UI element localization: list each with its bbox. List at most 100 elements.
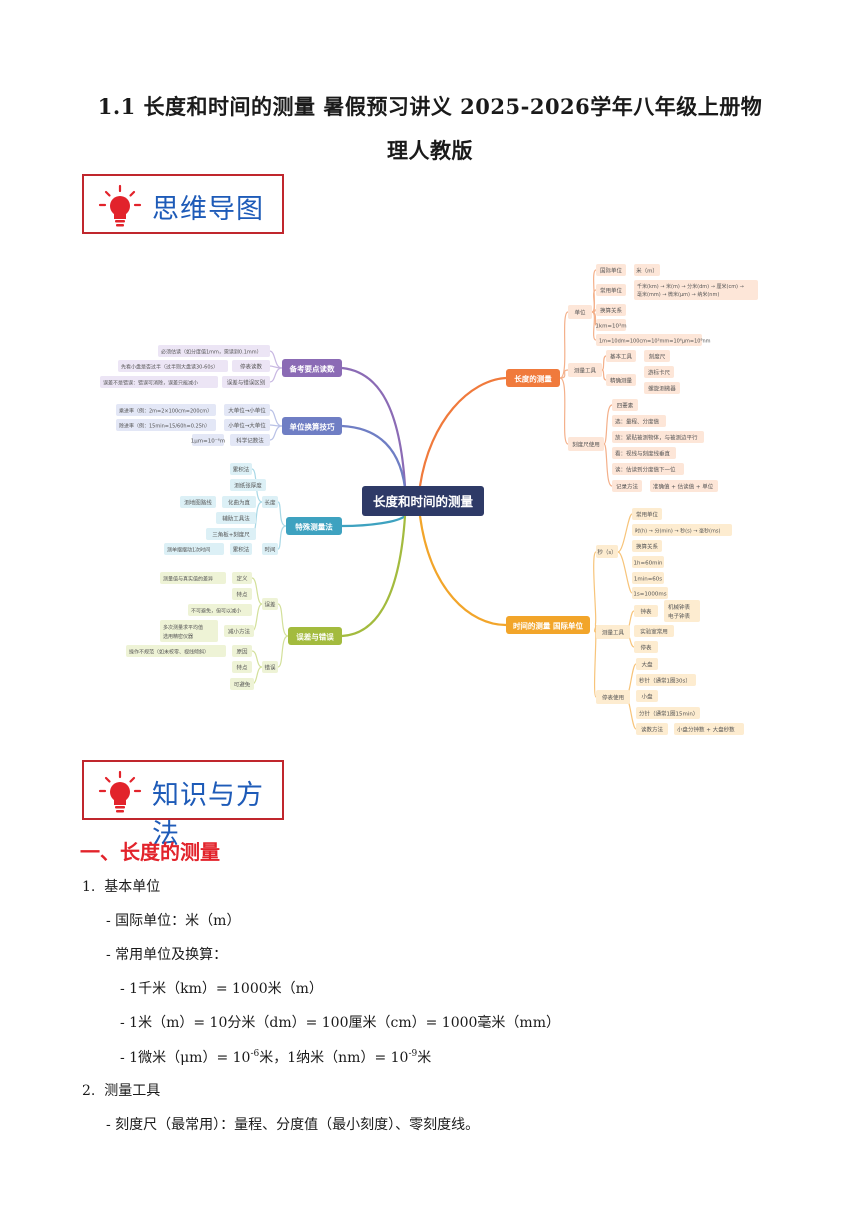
svg-text:大单位→小单位: 大单位→小单位 bbox=[228, 407, 266, 415]
svg-text:米（m）: 米（m） bbox=[636, 267, 658, 275]
svg-text:特点: 特点 bbox=[236, 664, 248, 672]
svg-text:基本工具: 基本工具 bbox=[610, 353, 633, 361]
svg-text:电子钟表: 电子钟表 bbox=[668, 612, 691, 620]
svg-text:测地图路线: 测地图路线 bbox=[184, 499, 212, 507]
list-item: - 1米（m）= 10分米（dm）= 100厘米（cm）= 1000毫米（mm） bbox=[120, 1015, 560, 1031]
document-title-line1: 1.1 长度和时间的测量 暑假预习讲义 2025-2026学年八年级上册物 bbox=[97, 94, 763, 119]
svg-text:误差与错误区别: 误差与错误区别 bbox=[227, 379, 266, 387]
branch-exam-reading: 备考要点读数 必须估读（如分度值1mm，需读到0.1mm） 先看小盘是否过半（过… bbox=[100, 345, 342, 388]
mindmap-banner: 思维导图 bbox=[82, 174, 284, 234]
svg-text:换算关系: 换算关系 bbox=[600, 307, 623, 315]
svg-text:减小方法: 减小方法 bbox=[228, 628, 251, 636]
svg-text:辅助工具法: 辅助工具法 bbox=[222, 515, 250, 523]
svg-text:误差与错误: 误差与错误 bbox=[296, 632, 334, 642]
svg-text:特殊测量法: 特殊测量法 bbox=[295, 522, 333, 532]
svg-text:1s=1000ms: 1s=1000ms bbox=[633, 592, 666, 598]
branch-length-measure: 长度的测量 单位 国际单位 米（m） 常用单位 千米(km) → 米(m) → … bbox=[506, 264, 758, 492]
svg-text:乘进率（例：2m=2×100cm=200cm）: 乘进率（例：2m=2×100cm=200cm） bbox=[119, 408, 212, 415]
svg-text:大盘: 大盘 bbox=[641, 661, 653, 669]
svg-text:分针（通常1圈15min）: 分针（通常1圈15min） bbox=[639, 710, 698, 718]
svg-text:误差: 误差 bbox=[264, 601, 276, 609]
svg-text:特点: 特点 bbox=[236, 591, 248, 599]
svg-text:四要素: 四要素 bbox=[617, 402, 634, 410]
mind-map: 长度和时间的测量 长度的测量 单位 国际单位 米（m） 常用单位 千米(km) … bbox=[100, 264, 758, 735]
svg-text:长度: 长度 bbox=[264, 499, 276, 507]
svg-text:停表: 停表 bbox=[640, 644, 652, 652]
svg-text:1km=10³m: 1km=10³m bbox=[595, 323, 626, 330]
svg-text:秒（s）: 秒（s） bbox=[597, 548, 616, 556]
list-item: - 1千米（km）= 1000米（m） bbox=[120, 981, 323, 997]
svg-text:准确值 + 估读值 + 单位: 准确值 + 估读值 + 单位 bbox=[653, 483, 714, 491]
svg-text:时间: 时间 bbox=[264, 546, 275, 554]
methods-banner: 知识与方法 bbox=[82, 760, 284, 850]
svg-text:化曲为直: 化曲为直 bbox=[228, 499, 251, 507]
svg-text:停表读数: 停表读数 bbox=[240, 363, 263, 371]
svg-text:游标卡尺: 游标卡尺 bbox=[648, 369, 671, 377]
lightbulb-icon bbox=[98, 770, 142, 813]
svg-text:累积法: 累积法 bbox=[233, 466, 250, 474]
svg-text:常用单位: 常用单位 bbox=[600, 287, 623, 295]
lightbulb-icon bbox=[98, 184, 142, 227]
svg-text:测量工具: 测量工具 bbox=[602, 629, 625, 637]
svg-text:国际单位: 国际单位 bbox=[600, 267, 623, 275]
svg-text:常用单位: 常用单位 bbox=[636, 511, 659, 519]
list-item: - 国际单位：米（m） bbox=[106, 913, 241, 929]
svg-text:定义: 定义 bbox=[236, 575, 248, 583]
svg-text:读数方法: 读数方法 bbox=[641, 726, 664, 734]
svg-text:刻度尺: 刻度尺 bbox=[649, 353, 666, 361]
branch-special-methods: 特殊测量法 长度 累积法 测纸张厚度 化曲为直 测地图路线 辅助工具法 三角板+… bbox=[164, 463, 342, 555]
svg-text:选：量程、分度值: 选：量程、分度值 bbox=[615, 418, 660, 426]
svg-text:1μm=10⁻⁶m: 1μm=10⁻⁶m bbox=[191, 438, 225, 445]
document-title-line2: 理人教版 bbox=[387, 138, 473, 163]
svg-text:小盘: 小盘 bbox=[641, 693, 653, 701]
svg-text:读：估读到分度值下一位: 读：估读到分度值下一位 bbox=[615, 466, 676, 474]
svg-text:误差不是错误：错误可消除，误差只能减小: 误差不是错误：错误可消除，误差只能减小 bbox=[103, 380, 198, 387]
methods-banner-label: 知识与方法 bbox=[152, 780, 264, 850]
svg-text:操作不规范（如未校零、视线倾斜）: 操作不规范（如未校零、视线倾斜） bbox=[129, 649, 209, 656]
svg-text:备考要点读数: 备考要点读数 bbox=[289, 364, 335, 374]
svg-text:刻度尺使用: 刻度尺使用 bbox=[572, 441, 600, 449]
svg-text:除进率（例：15min=15/60h=0.25h）: 除进率（例：15min=15/60h=0.25h） bbox=[119, 423, 210, 430]
svg-text:测量工具: 测量工具 bbox=[574, 367, 597, 375]
svg-text:秒针（通常1圈30s）: 秒针（通常1圈30s） bbox=[639, 677, 691, 685]
svg-text:钟表: 钟表 bbox=[640, 608, 652, 616]
svg-text:实验室常用: 实验室常用 bbox=[640, 628, 668, 636]
svg-text:测量值与真实值的差异: 测量值与真实值的差异 bbox=[163, 576, 213, 583]
svg-text:记录方法: 记录方法 bbox=[616, 483, 639, 491]
svg-text:换算关系: 换算关系 bbox=[636, 543, 659, 551]
section-heading: 一、长度的测量 bbox=[80, 840, 220, 864]
svg-text:时(h) → 分(min) → 秒(s) → 毫秒(ms): 时(h) → 分(min) → 秒(s) → 毫秒(ms) bbox=[635, 528, 720, 535]
svg-text:必须估读（如分度值1mm，需读到0.1mm）: 必须估读（如分度值1mm，需读到0.1mm） bbox=[161, 349, 262, 356]
mindmap-banner-label: 思维导图 bbox=[152, 194, 264, 225]
svg-text:可避免: 可避免 bbox=[234, 681, 251, 689]
svg-text:毫米(mm) → 微米(μm) → 纳米(nm): 毫米(mm) → 微米(μm) → 纳米(nm) bbox=[637, 291, 719, 298]
svg-text:累积法: 累积法 bbox=[233, 546, 250, 554]
svg-text:放：紧贴被测物体，与被测边平行: 放：紧贴被测物体，与被测边平行 bbox=[615, 434, 698, 442]
svg-text:科学记数法: 科学记数法 bbox=[236, 437, 264, 445]
svg-text:1m=10dm=100cm=10³mm=10⁶μm=10⁹n: 1m=10dm=100cm=10³mm=10⁶μm=10⁹nm bbox=[599, 339, 711, 345]
svg-text:先看小盘是否过半（过半则大盘读30-60s）: 先看小盘是否过半（过半则大盘读30-60s） bbox=[121, 364, 218, 371]
list-item-2: 2. 测量工具 bbox=[82, 1083, 161, 1099]
branch-unit-conversion: 单位换算技巧 乘进率（例：2m=2×100cm=200cm） 大单位→小单位 除… bbox=[116, 404, 342, 446]
list-item: - 刻度尺（最常用）：量程、分度值（最小刻度）、零刻度线。 bbox=[106, 1117, 480, 1133]
svg-text:原因: 原因 bbox=[236, 649, 248, 656]
list-item: - 常用单位及换算： bbox=[106, 947, 228, 963]
svg-text:多次测量求平均值: 多次测量求平均值 bbox=[163, 624, 203, 631]
branch-error-mistake: 误差与错误 误差 定义 测量值与真实值的差异 特点 不可避免，但可以减小 减小方… bbox=[126, 572, 342, 690]
svg-text:测纸张厚度: 测纸张厚度 bbox=[234, 482, 262, 490]
svg-text:1min=60s: 1min=60s bbox=[634, 577, 662, 583]
branch-time-measure: 时间的测量 国际单位 秒（s） 常用单位 时(h) → 分(min) → 秒(s… bbox=[506, 508, 744, 735]
svg-text:小单位→大单位: 小单位→大单位 bbox=[228, 422, 266, 430]
svg-text:小盘分钟数 + 大盘秒数: 小盘分钟数 + 大盘秒数 bbox=[677, 726, 735, 734]
svg-text:选用精密仪器: 选用精密仪器 bbox=[163, 633, 193, 640]
svg-text:时间的测量 国际单位: 时间的测量 国际单位 bbox=[513, 621, 584, 631]
mindmap-center-label: 长度和时间的测量 bbox=[373, 494, 474, 509]
svg-text:千米(km) → 米(m) → 分米(dm) → 厘米(cm: 千米(km) → 米(m) → 分米(dm) → 厘米(cm) → bbox=[637, 283, 744, 290]
svg-text:1h=60min: 1h=60min bbox=[634, 561, 663, 567]
svg-text:停表使用: 停表使用 bbox=[602, 694, 624, 702]
svg-text:单位: 单位 bbox=[574, 309, 586, 317]
mindmap-center-node: 长度和时间的测量 bbox=[362, 486, 484, 516]
svg-text:螺旋测微器: 螺旋测微器 bbox=[648, 385, 676, 393]
list-item: - 1微米（μm）= 10-6米，1纳米（nm）= 10-9米 bbox=[120, 1049, 432, 1066]
svg-text:不可避免，但可以减小: 不可避免，但可以减小 bbox=[191, 608, 241, 615]
